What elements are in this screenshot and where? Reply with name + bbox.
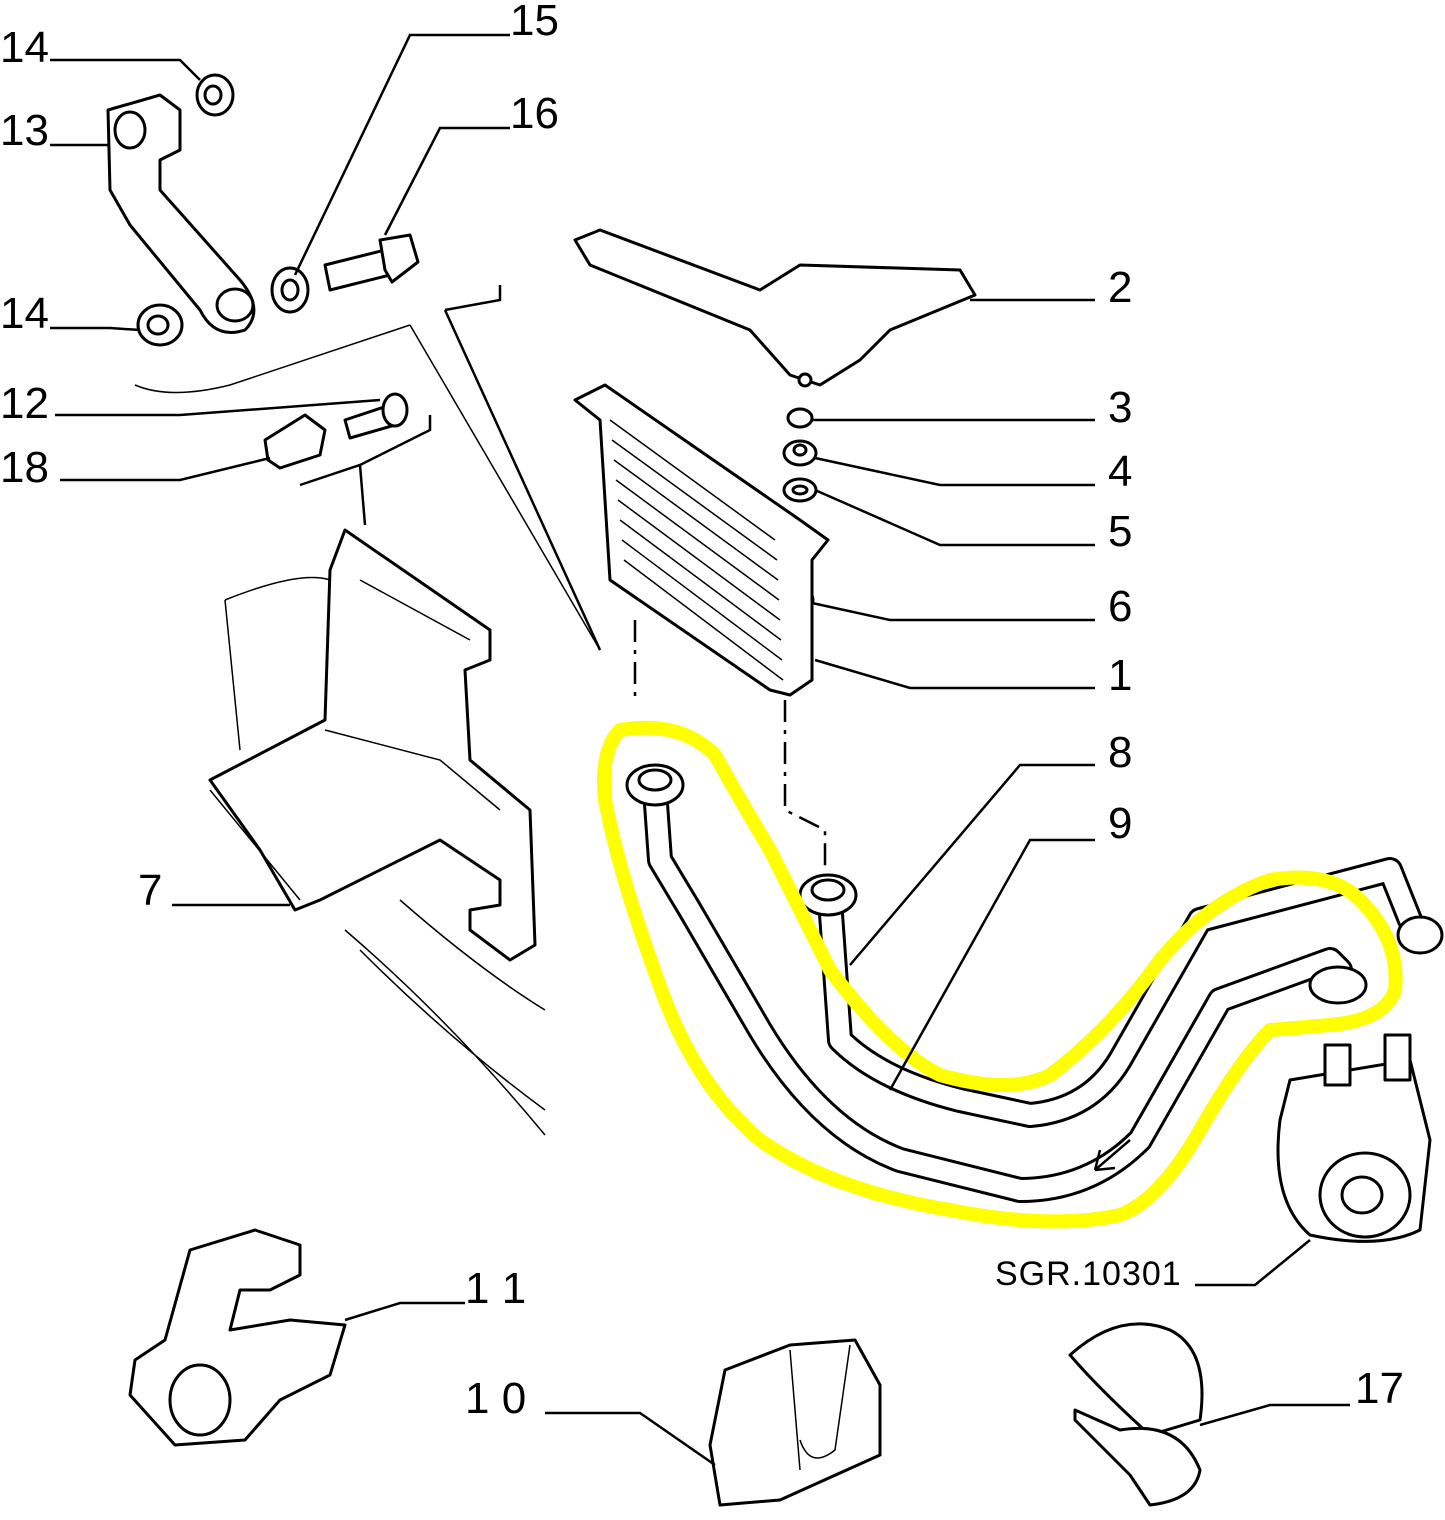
callout-6: 6	[1108, 582, 1132, 631]
callout-13: 13	[0, 106, 49, 155]
callout-3: 3	[1108, 383, 1132, 432]
callout-12: 12	[0, 379, 49, 428]
clip-part-18	[263, 413, 327, 470]
nut-part-14-bottom	[136, 303, 184, 347]
bolt-part-12	[343, 392, 409, 440]
bracket-part-2	[573, 228, 977, 388]
hose-highlight-outline	[597, 720, 1403, 1229]
callout-labels: 14 13 14 12 18 15 16 2 3 4 5 6 1 8 9 7 1…	[0, 0, 1404, 1423]
oil-cooler-part-1	[573, 383, 830, 870]
callout-leader-lines	[50, 33, 1350, 1467]
shield-part-7	[208, 528, 537, 962]
washer-part-15	[270, 266, 310, 314]
bolt-part-16	[323, 233, 420, 292]
callout-10: 1 0	[465, 1374, 526, 1423]
callout-2: 2	[1108, 263, 1132, 312]
callout-7: 7	[138, 866, 162, 915]
callout-18: 18	[0, 443, 49, 492]
callout-14-top: 14	[0, 23, 49, 72]
callout-15: 15	[510, 0, 559, 45]
clip-part-17	[1068, 1322, 1204, 1507]
callout-8: 8	[1108, 728, 1132, 777]
oil-hoses-part-8-9	[625, 763, 1444, 1203]
reference-code: SGR.10301	[995, 1255, 1182, 1293]
clip-part-10	[708, 1338, 882, 1507]
grommet-part-4	[782, 439, 818, 467]
callout-4: 4	[1108, 447, 1132, 496]
callout-9: 9	[1108, 799, 1132, 848]
oil-filter-adapter	[1276, 1033, 1432, 1243]
callout-5: 5	[1108, 507, 1132, 556]
callout-14-bottom: 14	[0, 289, 49, 338]
callout-11: 1 1	[465, 1264, 526, 1313]
washer-part-5	[782, 477, 818, 503]
callout-1: 1	[1108, 651, 1132, 700]
callout-17: 17	[1355, 1364, 1404, 1413]
bracket-part-13	[106, 93, 256, 334]
vehicle-body-outline	[134, 285, 602, 1136]
callout-16: 16	[510, 89, 559, 138]
nut-part-14-top	[195, 73, 235, 117]
spacer-part-3	[786, 407, 814, 429]
clip-part-11	[128, 1228, 347, 1447]
